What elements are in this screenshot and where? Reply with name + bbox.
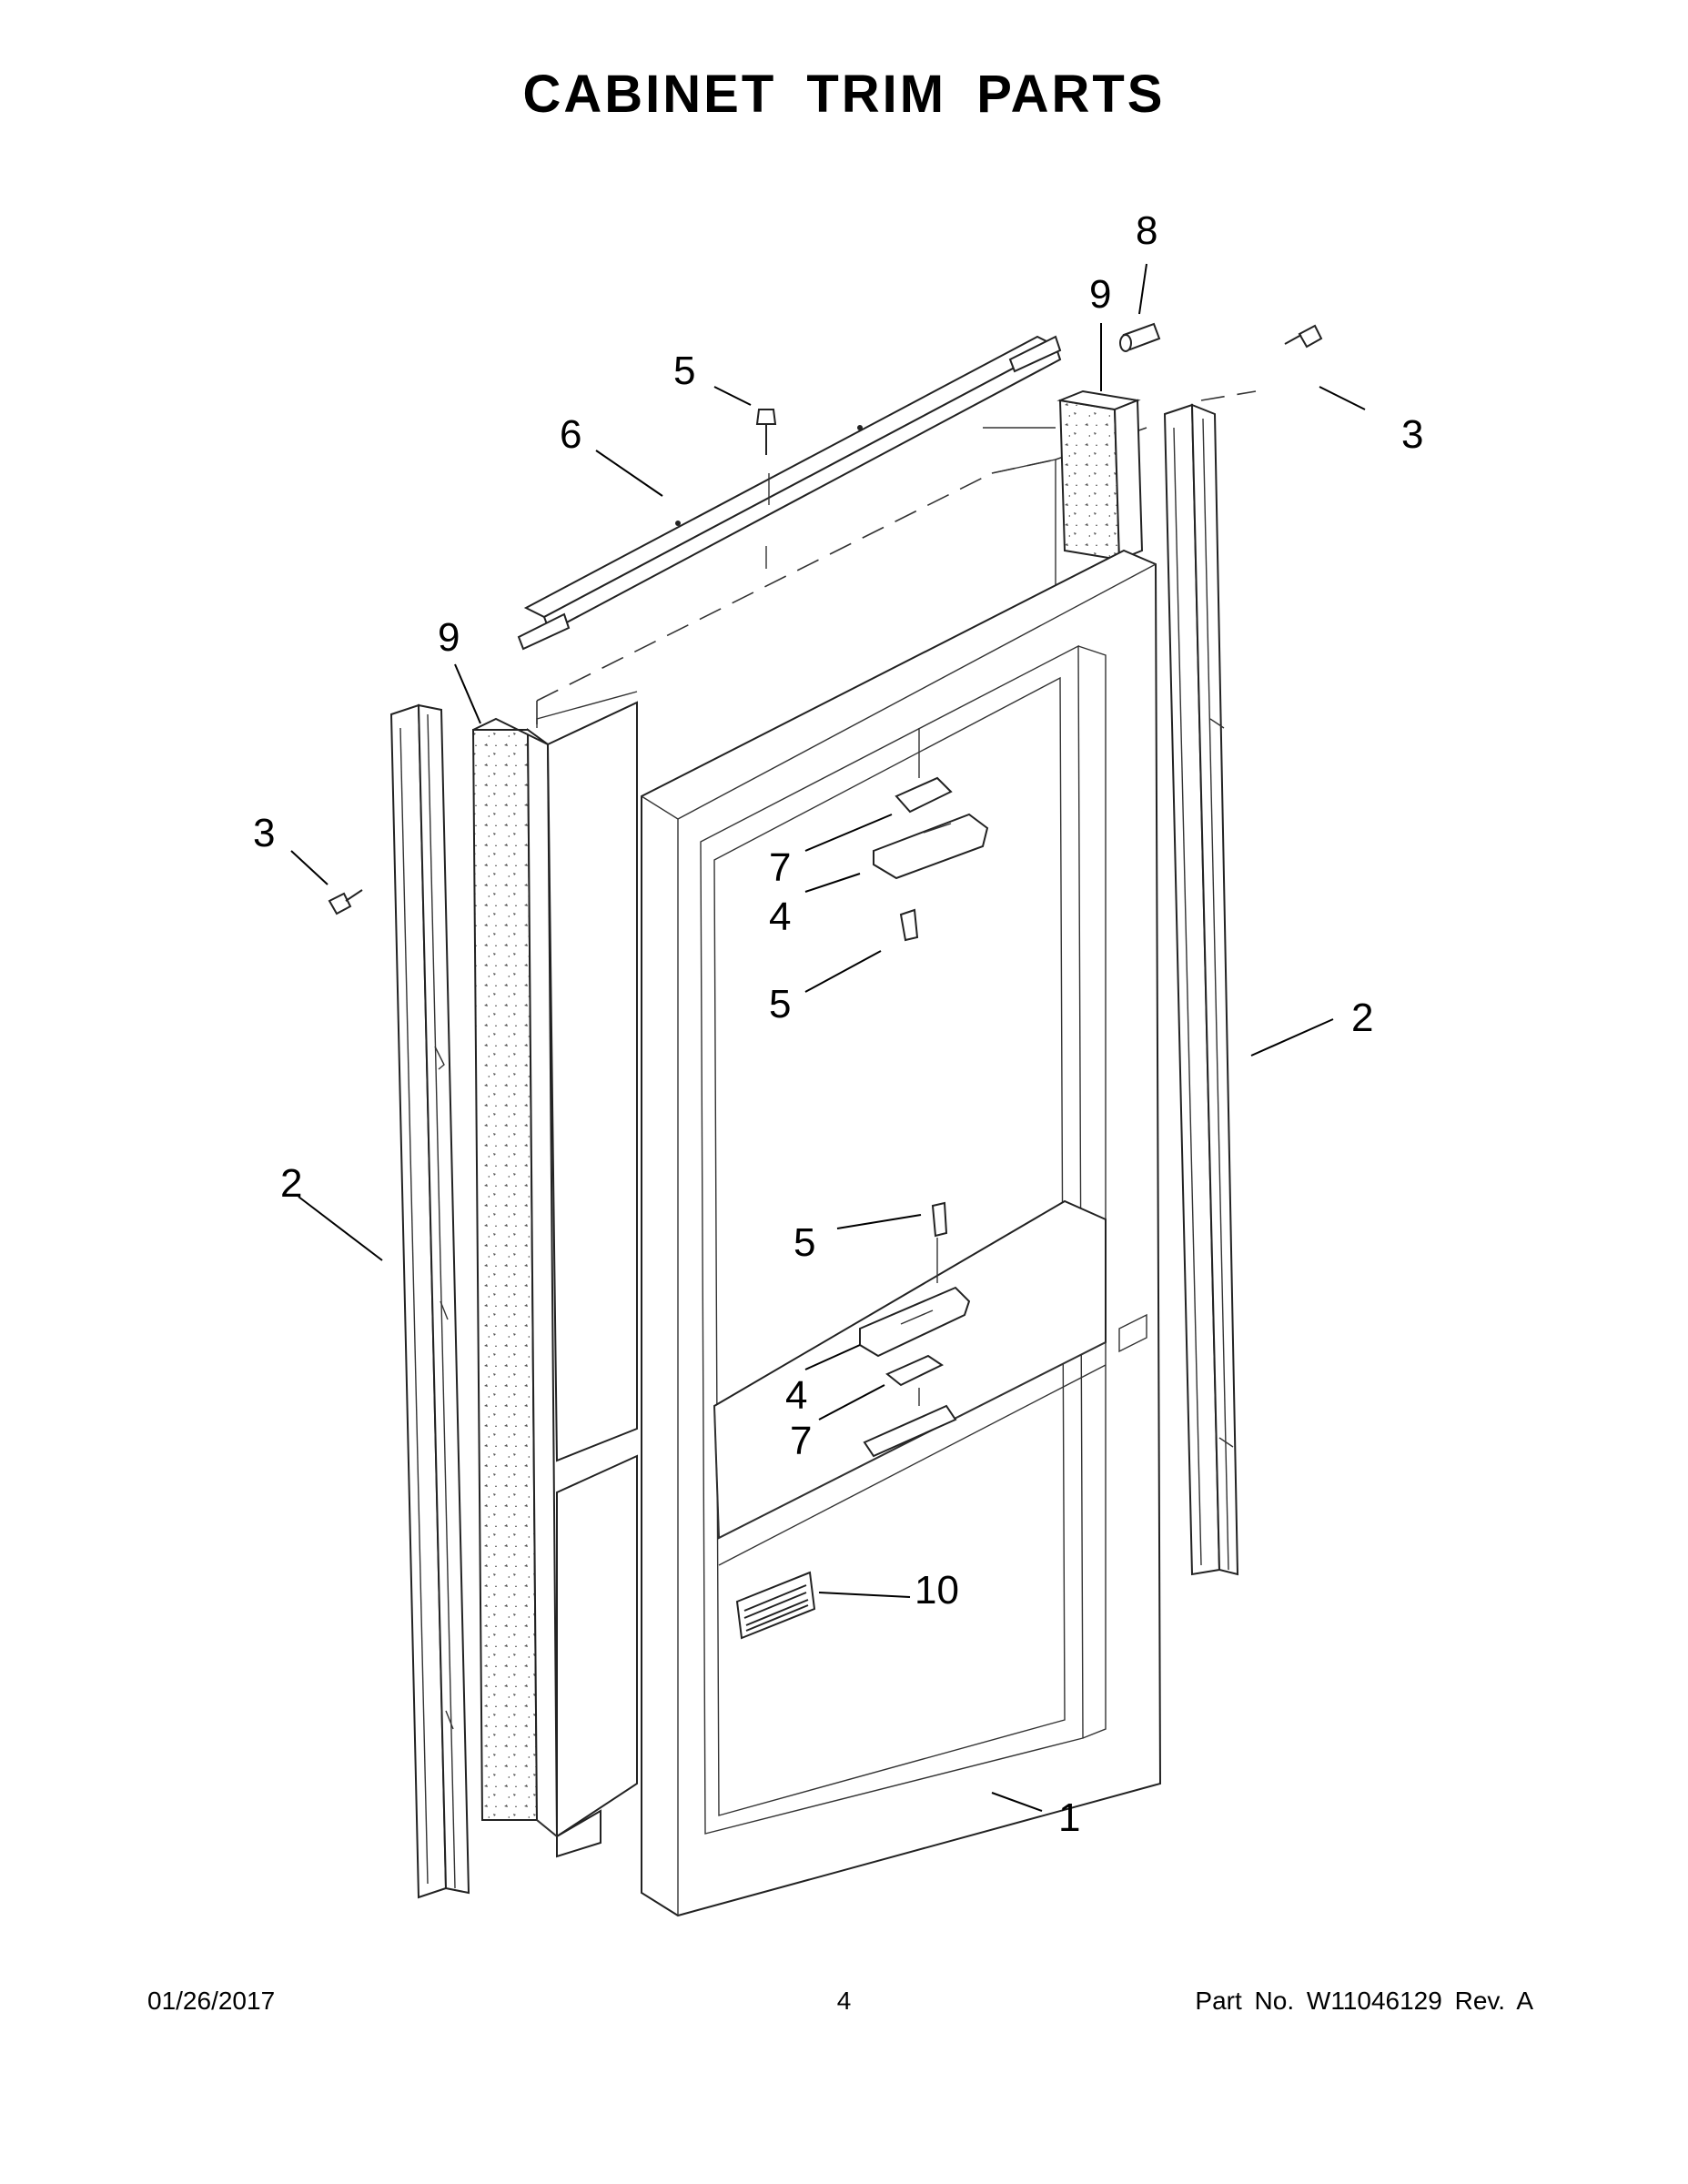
grille [735, 1571, 816, 1640]
callout-7-lower: 7 [790, 1419, 812, 1463]
right-foam-block [1056, 389, 1144, 561]
front-frame [641, 549, 1162, 1917]
callout-labels: 1 2 2 3 3 4 4 5 5 5 6 7 7 8 9 9 10 [253, 208, 1423, 1840]
upper-hinge [873, 728, 989, 942]
lower-hinge [859, 1201, 971, 1458]
footer-part-number: Part No. W11046129 Rev. A [1195, 1987, 1533, 2015]
callout-3-right: 3 [1401, 412, 1423, 457]
left-foam-strip [471, 717, 559, 1839]
left-cabinet-panel [536, 701, 638, 1858]
callout-2-left: 2 [280, 1161, 302, 1206]
screw-right [1284, 324, 1323, 349]
callout-5-lower: 5 [793, 1220, 815, 1265]
callout-4-upper: 4 [769, 895, 791, 939]
left-side-trim [389, 703, 470, 1899]
screw-left [328, 889, 363, 915]
footer-page-number: 4 [836, 1987, 852, 2015]
callout-1: 1 [1058, 1795, 1080, 1840]
callout-6: 6 [560, 412, 581, 457]
screw-top [755, 409, 777, 569]
callout-2-right: 2 [1351, 996, 1373, 1040]
callout-8: 8 [1136, 208, 1157, 253]
plug-8 [1119, 322, 1161, 352]
callout-arrows [290, 263, 1366, 1812]
callout-5-upper: 5 [769, 982, 791, 1026]
callout-4-lower: 4 [785, 1373, 807, 1418]
callout-9-right: 9 [1089, 272, 1111, 317]
callout-5-top: 5 [673, 349, 695, 393]
callout-3-left: 3 [253, 811, 275, 855]
right-side-trim [1163, 403, 1239, 1576]
callout-10: 10 [915, 1568, 959, 1613]
callout-7-upper: 7 [769, 845, 791, 890]
callout-9-left: 9 [438, 615, 460, 660]
top-trim-bar [517, 335, 1062, 651]
footer-date: 01/26/2017 [147, 1987, 276, 2015]
page-title: CABINET TRIM PARTS [522, 65, 1166, 124]
